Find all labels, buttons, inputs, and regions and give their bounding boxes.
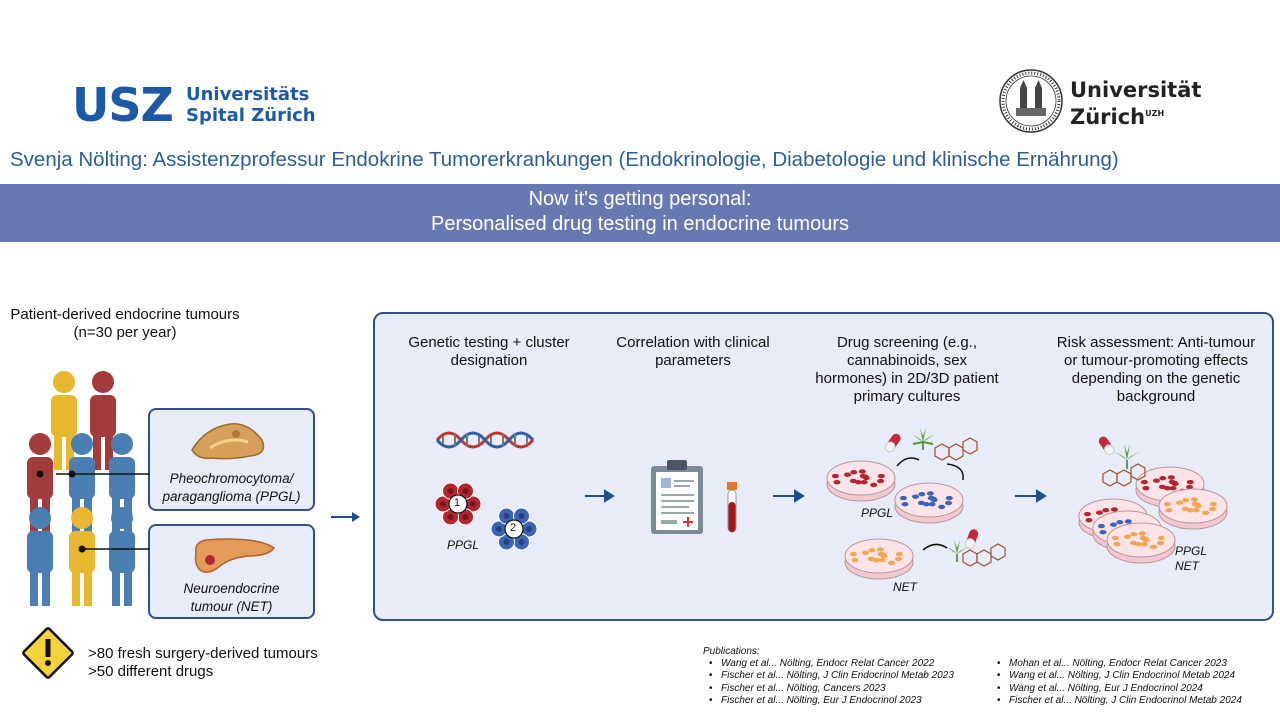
arrow-curve bbox=[946, 463, 964, 481]
workflow-panel: Genetic testing + cluster designation Co… bbox=[373, 312, 1274, 621]
person-icon bbox=[51, 371, 77, 470]
risk-net-label: NET bbox=[1175, 559, 1199, 573]
uzh-seal-icon bbox=[999, 69, 1063, 133]
step-risk-assessment: Risk assessment: Anti-tumour or tumour-p… bbox=[1056, 334, 1256, 405]
step-genetic-testing: Genetic testing + cluster designation bbox=[408, 334, 570, 369]
step-drug-screening: Drug screening (e.g., cannabinoids, sex … bbox=[815, 334, 999, 405]
publication-item: Fischer et al... Nölting, J Clin Endocri… bbox=[709, 670, 954, 682]
publication-item: Mohan et al... Nölting, Endocr Relat Can… bbox=[997, 658, 1242, 670]
culture-dish bbox=[894, 482, 964, 524]
patients-group bbox=[27, 371, 360, 606]
risk-ppgl-label: PPGL bbox=[1175, 544, 1208, 558]
blood-tube-icon bbox=[727, 482, 737, 533]
culture-dish bbox=[826, 460, 896, 502]
publications-col-2: Mohan et al... Nölting, Endocr Relat Can… bbox=[997, 658, 1242, 707]
workflow-arrows bbox=[585, 489, 1047, 503]
publications-title: Publications: bbox=[703, 646, 760, 657]
adrenal-gland-icon bbox=[191, 423, 265, 460]
publication-item: Fischer et al... Nölting, J Clin Endocri… bbox=[997, 695, 1242, 707]
culture-dishes-screening bbox=[826, 460, 964, 580]
cannabis-leaf-icon bbox=[911, 428, 935, 450]
cell-cluster-2 bbox=[490, 507, 538, 551]
molecule-icon bbox=[962, 543, 1006, 567]
clipboard-icon bbox=[651, 460, 703, 534]
screening-net-label: NET bbox=[893, 580, 917, 594]
workflow-illustrations bbox=[434, 428, 1228, 580]
screening-ppgl-label: PPGL bbox=[861, 506, 894, 520]
pill-icon bbox=[884, 433, 901, 453]
publication-item: Wang et al... Nölting, J Clin Endocrinol… bbox=[997, 670, 1242, 682]
usz-name: Universitäts Spital Zürich bbox=[186, 84, 316, 126]
cannabis-leaf-icon bbox=[1114, 444, 1140, 469]
usz-mark: USZ bbox=[72, 78, 174, 132]
culture-dishes-risk bbox=[1078, 466, 1228, 564]
publication-item: Fischer et al... Nölting, Eur J Endocrin… bbox=[709, 695, 954, 707]
usz-logo: USZ Universitäts Spital Zürich bbox=[72, 78, 332, 132]
stats: >80 fresh surgery-derived tumours >50 di… bbox=[88, 645, 318, 681]
culture-dish bbox=[1106, 522, 1176, 564]
step-clinical-correlation: Correlation with clinical parameters bbox=[616, 334, 770, 369]
title-line-2: Personalised drug testing in endocrine t… bbox=[430, 213, 850, 235]
ppgl-label: Pheochromocytoma/ paraganglioma (PPGL) bbox=[162, 471, 301, 504]
cannabis-leaf-icon bbox=[945, 540, 969, 562]
cluster-1-number: 1 bbox=[454, 497, 461, 509]
net-box: Neuroendocrine tumour (NET) bbox=[148, 524, 315, 619]
person-icon bbox=[27, 507, 53, 606]
person-icon bbox=[109, 507, 135, 606]
pill-icon bbox=[1098, 436, 1115, 456]
stat-drugs: >50 different drugs bbox=[88, 663, 214, 680]
publications-col-1: Wang et al... Nölting, Endocr Relat Canc… bbox=[709, 658, 954, 707]
pill-icon bbox=[964, 529, 979, 550]
molecule-icon bbox=[934, 437, 978, 461]
dna-icon bbox=[435, 431, 535, 449]
person-icon bbox=[90, 371, 116, 470]
publication-item: Wang et al... Nölting, Endocr Relat Canc… bbox=[709, 658, 954, 670]
warning-icon bbox=[22, 627, 74, 679]
uzh-logo: Universität ZürichUZH bbox=[998, 68, 1202, 134]
department-line: Svenja Nölting: Assistenzprofessur Endok… bbox=[10, 148, 1119, 171]
publication-item: Wang et al... Nölting, Eur J Endocrinol … bbox=[997, 683, 1242, 695]
pancreas-icon bbox=[194, 538, 276, 573]
culture-dish bbox=[844, 538, 914, 580]
publication-item: Fischer et al... Nölting, Cancers 2023 bbox=[709, 683, 954, 695]
person-icon bbox=[69, 507, 95, 606]
stat-tumours: >80 fresh surgery-derived tumours bbox=[88, 645, 318, 662]
arrow-curve bbox=[922, 543, 948, 551]
uzh-name: Universität ZürichUZH bbox=[1070, 78, 1202, 129]
title-banner: Now it's getting personal: Personalised … bbox=[0, 184, 1280, 242]
net-label: Neuroendocrine tumour (NET) bbox=[183, 581, 280, 614]
cell-cluster-1 bbox=[434, 482, 482, 526]
patient-tumours-title: Patient-derived endocrine tumours (n=30 … bbox=[10, 306, 240, 341]
cluster-2-number: 2 bbox=[510, 522, 517, 534]
title-line-1: Now it's getting personal: bbox=[528, 188, 752, 210]
cluster-ppgl-label: PPGL bbox=[447, 538, 480, 552]
molecule-icon bbox=[1102, 463, 1146, 487]
publications: Publications: Wang et al... Nölting, End… bbox=[703, 646, 1273, 706]
ppgl-box: Pheochromocytoma/ paraganglioma (PPGL) bbox=[148, 408, 315, 511]
culture-dish bbox=[1158, 488, 1228, 530]
arrow-curve bbox=[896, 457, 920, 467]
